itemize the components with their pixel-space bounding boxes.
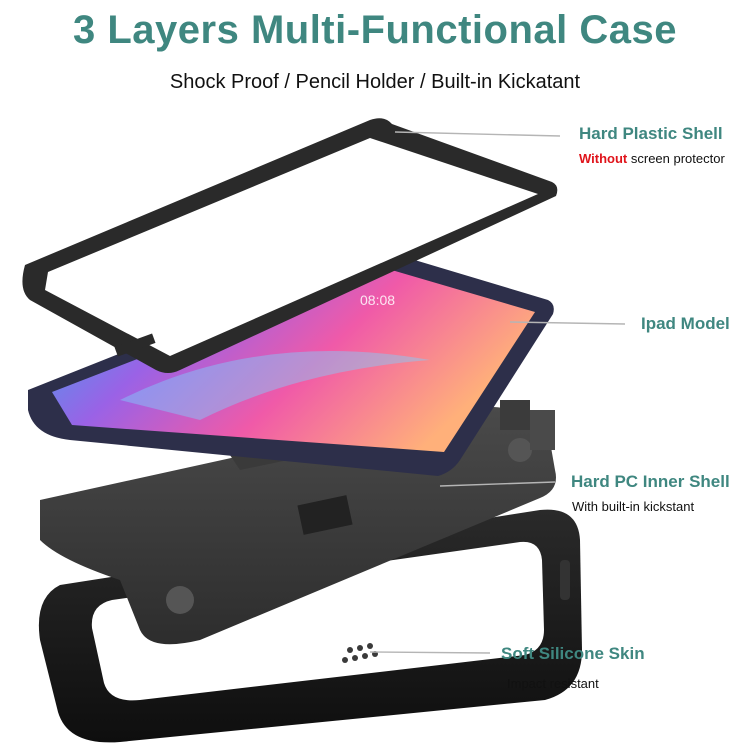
- label-hard-plastic-shell: Hard Plastic Shell: [579, 124, 723, 143]
- page-title: 3 Layers Multi-Functional Case: [72, 8, 678, 52]
- note-hard-plastic-shell: Without screen protector: [579, 151, 725, 166]
- tablet-layer: 08:08: [28, 248, 554, 476]
- label-soft-silicone-skin: Soft Silicone Skin: [501, 644, 645, 663]
- label-ipad-model: Ipad Model: [641, 314, 730, 333]
- page-subtitle: Shock Proof / Pencil Holder / Built-in K…: [169, 71, 581, 93]
- note-soft-silicone-skin: Impact resistant: [507, 676, 599, 691]
- label-hard-pc-inner-shell: Hard PC Inner Shell: [571, 472, 730, 491]
- leader-lines: [369, 131, 626, 654]
- tablet-clock: 08:08: [360, 292, 395, 308]
- plastic-shell-layer: [22, 118, 558, 373]
- note-emphasis: Without: [579, 151, 628, 166]
- note-hard-pc-inner-shell: With built-in kickstant: [572, 499, 695, 514]
- note-text: screen protector: [627, 151, 725, 166]
